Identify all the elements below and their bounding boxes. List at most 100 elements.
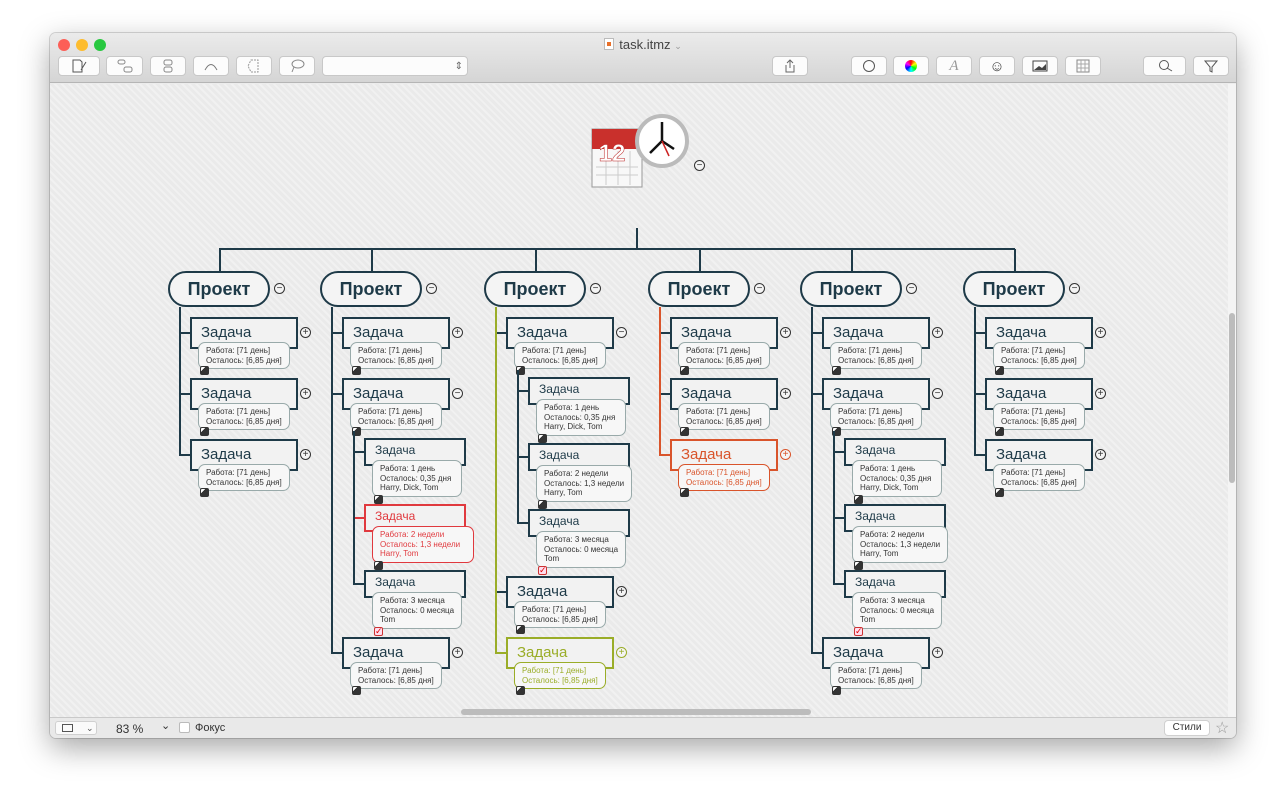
task-toggle[interactable]: + xyxy=(932,327,943,338)
root-topic-image[interactable]: 12 xyxy=(590,111,690,211)
subtopic-button[interactable] xyxy=(150,56,186,76)
task-note-line: Работа: [71 день] xyxy=(206,346,271,355)
project-topic[interactable]: Проект xyxy=(963,271,1065,307)
root-collapse-toggle[interactable]: − xyxy=(694,160,705,171)
topic-button[interactable] xyxy=(106,56,143,76)
task-toggle[interactable]: + xyxy=(452,327,463,338)
task-note: Работа: [71 день]Осталось: [6,85 дня] xyxy=(198,403,290,430)
colors-button[interactable] xyxy=(893,56,929,76)
vertical-scroll-thumb[interactable] xyxy=(1229,313,1235,483)
task-toggle[interactable]: − xyxy=(932,388,943,399)
task-toggle[interactable]: + xyxy=(1095,388,1106,399)
task-toggle[interactable]: + xyxy=(780,449,791,460)
star-icon[interactable]: ☆ xyxy=(1215,720,1230,737)
boundary-button[interactable] xyxy=(236,56,272,76)
minimize-button[interactable] xyxy=(76,39,88,51)
task-progress-icon[interactable] xyxy=(854,495,863,504)
task-progress-icon[interactable] xyxy=(538,434,547,443)
vertical-scrollbar[interactable] xyxy=(1228,84,1236,717)
task-progress-icon[interactable] xyxy=(854,561,863,570)
task-progress-icon[interactable] xyxy=(832,686,841,695)
task-toggle[interactable]: + xyxy=(452,647,463,658)
project-collapse-toggle[interactable]: − xyxy=(906,283,917,294)
task-progress-icon[interactable] xyxy=(200,366,209,375)
emoji-button[interactable]: ☺ xyxy=(979,56,1015,76)
task-done-icon[interactable]: ✓ xyxy=(374,626,383,636)
task-toggle[interactable]: + xyxy=(1095,449,1106,460)
connector-line xyxy=(659,454,670,456)
styles-palette-button[interactable] xyxy=(851,56,887,76)
task-progress-icon[interactable] xyxy=(832,366,841,375)
task-toggle[interactable]: − xyxy=(616,327,627,338)
task-progress-icon[interactable] xyxy=(200,488,209,497)
task-progress-icon[interactable] xyxy=(995,366,1004,375)
window-title[interactable]: task.itmz ⌄ xyxy=(50,37,1236,52)
project-collapse-toggle[interactable]: − xyxy=(426,283,437,294)
task-toggle[interactable]: − xyxy=(452,388,463,399)
relation-button[interactable] xyxy=(193,56,229,76)
task-progress-icon[interactable] xyxy=(200,427,209,436)
task-done-icon[interactable]: ✓ xyxy=(854,626,863,636)
task-progress-icon[interactable] xyxy=(516,625,525,634)
task-progress-icon[interactable] xyxy=(516,686,525,695)
task-progress-icon[interactable] xyxy=(516,366,525,375)
project-collapse-toggle[interactable]: − xyxy=(274,283,285,294)
filter-button[interactable] xyxy=(1193,56,1229,76)
project-collapse-toggle[interactable]: − xyxy=(1069,283,1080,294)
task-progress-icon[interactable] xyxy=(680,488,689,497)
sidebar-toggle-button[interactable]: ⌄ xyxy=(55,721,97,735)
task-progress-icon[interactable] xyxy=(680,366,689,375)
zoom-button[interactable] xyxy=(94,39,106,51)
task-progress-icon[interactable] xyxy=(995,488,1004,497)
focus-checkbox[interactable] xyxy=(179,722,190,733)
project-topic[interactable]: Проект xyxy=(320,271,422,307)
task-done-icon[interactable]: ✓ xyxy=(538,565,547,575)
image-button[interactable] xyxy=(1022,56,1058,76)
project-topic[interactable]: Проект xyxy=(800,271,902,307)
task-toggle[interactable]: + xyxy=(780,388,791,399)
task-toggle[interactable]: + xyxy=(780,327,791,338)
task-progress-icon[interactable] xyxy=(995,427,1004,436)
task-toggle[interactable]: + xyxy=(1095,327,1106,338)
task-progress-icon[interactable] xyxy=(680,427,689,436)
task-progress-icon[interactable] xyxy=(374,561,383,570)
project-collapse-toggle[interactable]: − xyxy=(754,283,765,294)
task-progress-icon[interactable] xyxy=(538,500,547,509)
calendar-button[interactable] xyxy=(1065,56,1101,76)
connector-line xyxy=(811,307,813,654)
connector-line xyxy=(659,332,670,334)
task-toggle[interactable]: + xyxy=(616,647,627,658)
task-toggle[interactable]: + xyxy=(300,449,311,460)
project-topic[interactable]: Проект xyxy=(648,271,750,307)
window-title-text: task.itmz xyxy=(619,37,671,52)
close-button[interactable] xyxy=(58,39,70,51)
project-topic[interactable]: Проект xyxy=(168,271,270,307)
connector-line xyxy=(179,393,190,395)
styles-button[interactable]: Стили xyxy=(1165,721,1209,735)
font-button[interactable]: A xyxy=(936,56,972,76)
task-title: Задача xyxy=(833,644,884,661)
task-toggle[interactable]: + xyxy=(300,388,311,399)
search-button[interactable] xyxy=(1143,56,1186,76)
task-progress-icon[interactable] xyxy=(374,495,383,504)
task-progress-icon[interactable] xyxy=(352,427,361,436)
task-progress-icon[interactable] xyxy=(352,686,361,695)
project-topic[interactable]: Проект xyxy=(484,271,586,307)
task-progress-icon[interactable] xyxy=(832,427,841,436)
new-note-button[interactable] xyxy=(58,56,100,76)
callout-button[interactable] xyxy=(279,56,315,76)
task-progress-icon[interactable] xyxy=(352,366,361,375)
zoom-dropdown-icon[interactable]: ⌄ xyxy=(161,720,171,732)
mind-map-canvas[interactable]: 12 − Проект−Задача+Работа: [71 день]Оста… xyxy=(50,84,1228,717)
share-button[interactable] xyxy=(772,56,808,76)
task-toggle[interactable]: + xyxy=(932,647,943,658)
subtask-note-line: Tom xyxy=(544,554,560,563)
project-collapse-toggle[interactable]: − xyxy=(590,283,601,294)
task-note-line: Работа: [71 день] xyxy=(1001,346,1066,355)
connector-line xyxy=(659,307,661,456)
horizontal-scroll-thumb[interactable] xyxy=(461,709,811,715)
style-select[interactable]: ⇕ xyxy=(322,56,468,76)
zoom-level[interactable]: 83 % xyxy=(116,722,144,736)
task-toggle[interactable]: + xyxy=(300,327,311,338)
task-toggle[interactable]: + xyxy=(616,586,627,597)
